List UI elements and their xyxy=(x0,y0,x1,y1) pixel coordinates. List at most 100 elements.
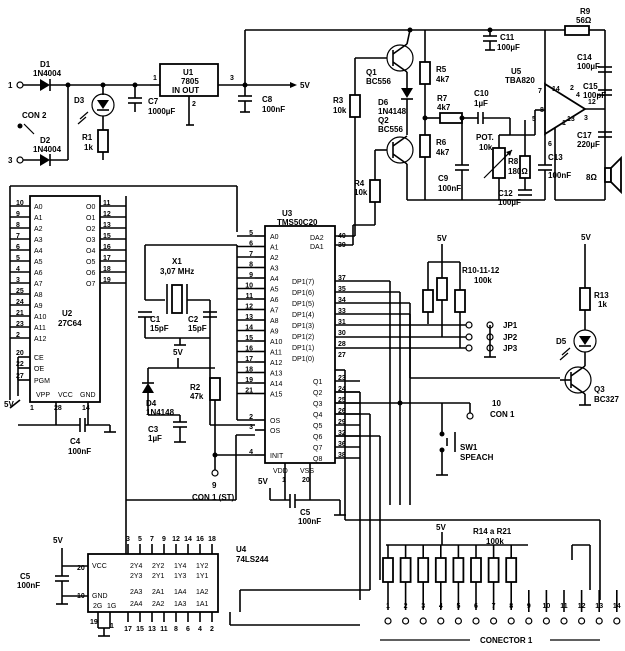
jp3-label[interactable]: JP3 xyxy=(503,344,518,353)
u4-gnd: GND xyxy=(92,593,108,600)
u2-addr-pin-0: 10 xyxy=(16,200,24,207)
connector-pin-9[interactable] xyxy=(525,617,533,625)
c5-bot-value: 100nF xyxy=(17,581,40,590)
u3-q-pin-3: 26 xyxy=(338,408,346,415)
d2-label: D2 xyxy=(40,136,51,145)
jp2-label[interactable]: JP2 xyxy=(503,333,518,342)
connector-pin-7[interactable] xyxy=(490,617,498,625)
u3-left-pin-4: 9 xyxy=(249,272,253,279)
connector-pin-13[interactable] xyxy=(595,617,603,625)
c8-value: 100nF xyxy=(262,105,285,114)
u4-in-bot-label-1: 2A2 xyxy=(152,601,165,608)
u5-pin-1: 1 xyxy=(562,120,566,127)
u3-dp-pin-4: 31 xyxy=(338,319,346,326)
u3-left-pin-0: 5 xyxy=(249,230,253,237)
u2-data-label-7: O7 xyxy=(86,281,95,288)
connector-pin-12[interactable] xyxy=(577,617,586,625)
u3-left-pin-11: 16 xyxy=(245,346,253,353)
u4-in-bot-label-3: 1A1 xyxy=(196,601,209,608)
d3-label: D3 xyxy=(74,96,85,105)
u4-out-bot-label-1: 2Y1 xyxy=(152,573,165,580)
switch-sw1[interactable] xyxy=(439,431,456,453)
u2-addr-label-0: A0 xyxy=(34,204,43,211)
u4-2g-pin: 19 xyxy=(90,619,98,626)
connector-pin-6[interactable] xyxy=(472,617,480,625)
resistor-r5 xyxy=(419,61,431,85)
d6-value: 1N4148 xyxy=(378,107,407,116)
u3-label: U3 xyxy=(282,209,293,218)
u3-q-label-1: Q2 xyxy=(313,390,322,397)
resistor-r3 xyxy=(349,94,361,118)
reset-terminal[interactable] xyxy=(211,469,219,477)
c9-label: C9 xyxy=(438,174,449,183)
resistor-r1 xyxy=(97,129,109,153)
c12-label: C12 xyxy=(498,189,513,198)
connector-pin-14[interactable] xyxy=(613,617,621,625)
c13-label: C13 xyxy=(548,153,563,162)
connector-pin-1[interactable] xyxy=(384,617,392,625)
u4-in-pin-4: 8 xyxy=(174,626,178,633)
switch-con-pin: 10 xyxy=(492,399,501,408)
u3-left-label-13: A13 xyxy=(270,371,283,378)
connector-pin-11[interactable] xyxy=(560,617,568,625)
u3-q-pin-6: 36 xyxy=(338,441,346,448)
u3-q-label-7: Q8 xyxy=(313,456,322,463)
connector-pin-10[interactable] xyxy=(542,617,551,625)
u3-left-pin-9: 14 xyxy=(245,325,253,332)
reset-supply: 5V xyxy=(173,348,183,357)
u4-part: 74LS244 xyxy=(236,555,269,564)
u4-out-pin-6: 16 xyxy=(196,536,204,543)
r7-label: R7 xyxy=(437,94,448,103)
c1-label: C1 xyxy=(150,315,161,324)
u2-vcc: VCC xyxy=(58,392,73,399)
u2-data-pin-6: 18 xyxy=(103,266,111,273)
r6-value: 4k7 xyxy=(436,148,450,157)
connector-pin-5[interactable] xyxy=(454,617,462,625)
connector-pin-4[interactable] xyxy=(437,617,445,625)
jp1-label[interactable]: JP1 xyxy=(503,321,518,330)
terminal-2[interactable] xyxy=(17,123,23,129)
u3-q-pin-1: 24 xyxy=(338,386,346,393)
r5-label: R5 xyxy=(436,65,447,74)
resistor-r6 xyxy=(419,134,431,158)
u2-addr-pin-8: 25 xyxy=(16,288,24,295)
u3-left-pin-1: 6 xyxy=(249,241,253,248)
u2-addr-pin-7: 3 xyxy=(16,277,20,284)
r6-label: R6 xyxy=(436,138,447,147)
u4-in-bot-label-0: 2A4 xyxy=(130,601,143,608)
u4-in-pin-5: 6 xyxy=(186,626,190,633)
u4-in-pin-0: 17 xyxy=(124,626,132,633)
u3-left-label-17: OS xyxy=(270,428,280,435)
terminal-3[interactable] xyxy=(16,156,24,164)
u3-left-pin-17: 3 xyxy=(249,424,253,431)
power-input: 1 3 CON 2 D1 1N4004 D2 1N4004 xyxy=(8,60,150,166)
u4-out-top-label-1: 2Y2 xyxy=(152,563,165,570)
q2-label: Q2 xyxy=(378,116,389,125)
u2-addr-label-6: A6 xyxy=(34,270,43,277)
reset-con-pin: 9 xyxy=(212,481,217,490)
connector-pin-2[interactable] xyxy=(402,617,410,625)
u2-data-pin-3: 15 xyxy=(103,233,111,240)
resistor-r10 xyxy=(422,289,434,313)
resistor-r12 xyxy=(454,289,466,313)
connector-pin-3[interactable] xyxy=(419,617,427,625)
con1-pin10-terminal[interactable] xyxy=(466,412,474,420)
u2-ctrl-pin-0: 20 xyxy=(16,350,24,357)
u3-part: TMS50C20 xyxy=(277,218,318,227)
u3-vss: VSS xyxy=(300,468,314,475)
connector-pin-label-0: 1 xyxy=(386,603,390,610)
connector-label: CONECTOR 1 xyxy=(480,636,533,645)
terminal-1[interactable] xyxy=(16,81,24,89)
u5-pin-13: 13 xyxy=(567,116,575,123)
diode-d2 xyxy=(40,154,51,166)
u5-label: U5 xyxy=(511,67,522,76)
u3-left-label-10: A10 xyxy=(270,339,283,346)
connector-pin-label-1: 2 xyxy=(404,603,408,610)
connector-pin-8[interactable] xyxy=(507,617,515,625)
u2-vcc-pin: 28 xyxy=(54,405,62,412)
resistor-r16 xyxy=(417,557,430,583)
capacitors-c7-c8: C7 1000µF C8 100nF xyxy=(128,82,285,116)
